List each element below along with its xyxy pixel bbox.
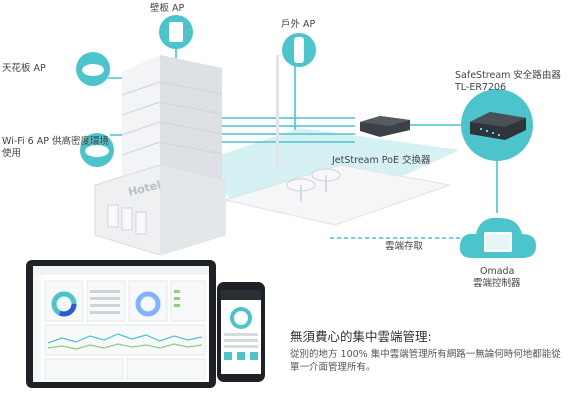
outdoor-pole	[276, 55, 279, 170]
cloud-management-body: 從別的地方 100% 集中雲端管理所有網路一無論何時何地都能從單一介面管理所有。	[290, 349, 561, 373]
ceiling-ap-label: 天花板 AP	[2, 63, 46, 74]
switch-device	[360, 116, 410, 137]
ceiling-ap-node	[76, 52, 110, 86]
switch-label: JetStream PoE 交換器	[332, 155, 431, 166]
cloud-controller-node	[459, 217, 536, 258]
controller-label-2: 雲端控制器	[473, 278, 521, 289]
cloud-management-title: 無須費心的集中雲端管理:	[290, 329, 432, 344]
router-node	[461, 89, 533, 161]
cloud-storage-label: 雲端存取	[385, 241, 424, 252]
router-label: SafeStream 安全路由器 TL-ER7206	[455, 70, 561, 93]
wall-ap-label: 壁板 AP	[150, 3, 185, 14]
hotel-building	[94, 55, 226, 256]
tablet-dashboard	[26, 260, 216, 388]
terrace	[223, 164, 452, 226]
umbrella-2	[311, 168, 341, 192]
phone-app	[217, 282, 265, 382]
umbrella-1	[286, 178, 316, 202]
outdoor-ap-label: 戶外 AP	[281, 19, 316, 30]
wifi6-ap-label: Wi-Fi 6 AP 供高密度環境使用	[2, 136, 109, 159]
controller-label-1: Omada	[480, 266, 515, 277]
wall-ap-node	[159, 15, 193, 49]
outdoor-ap-node	[282, 33, 316, 67]
ground-plate	[205, 128, 460, 200]
cloud-management-text: 無須費心的集中雲端管理: 從別的地方 100% 集中雲端管理所有網路一無論何時何…	[290, 326, 565, 374]
wifi6-ap-node	[80, 133, 114, 167]
